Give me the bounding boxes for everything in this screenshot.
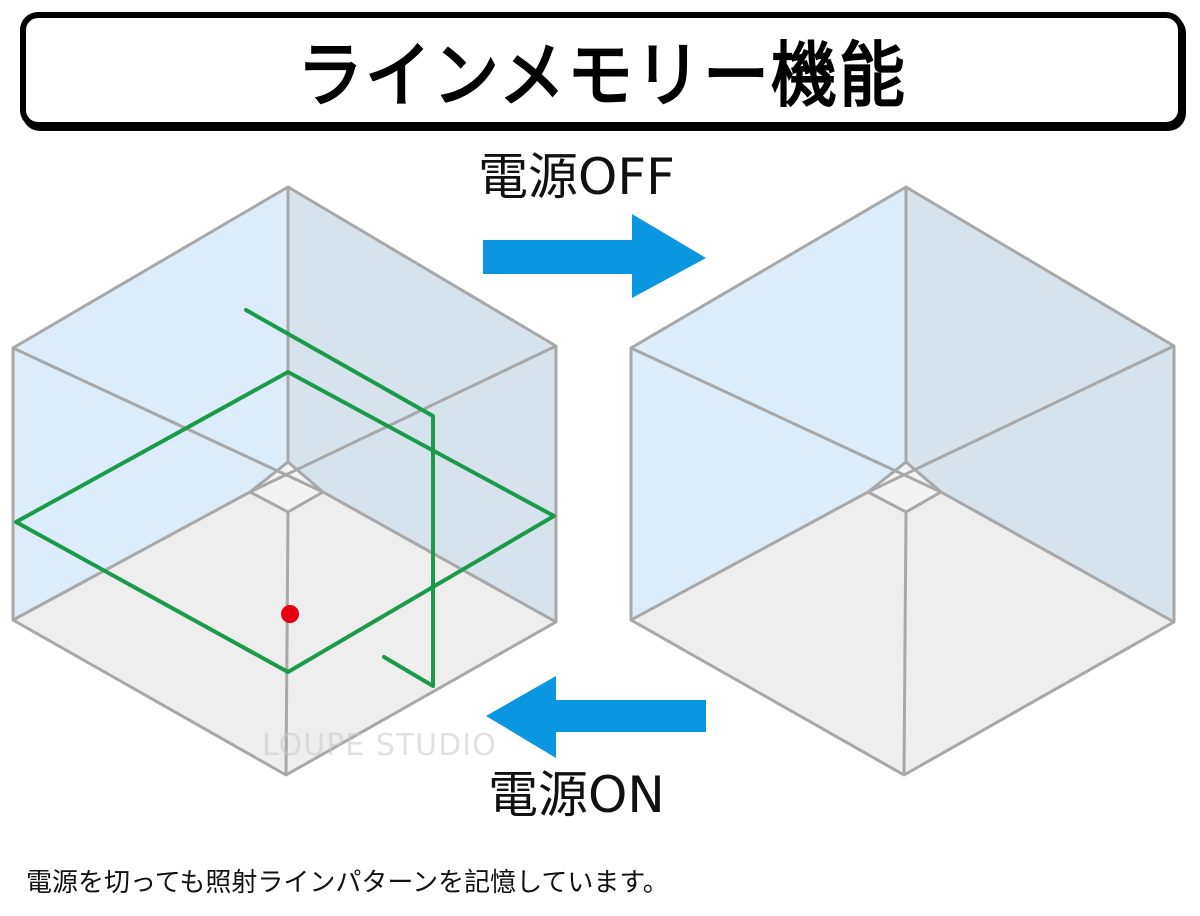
title-banner: ラインメモリー機能	[20, 12, 1184, 128]
power-off-label: 電源OFF	[478, 148, 675, 206]
laser-lines	[14, 308, 556, 688]
laser-off-cube	[629, 185, 1176, 777]
laser-on-cube	[11, 185, 558, 777]
watermark: LOUPE STUDIO	[262, 728, 497, 763]
arrow-left-icon	[486, 676, 706, 758]
page-title: ラインメモリー機能	[296, 34, 908, 118]
plumb-dot	[281, 605, 299, 623]
caption: 電源を切っても照射ラインパターンを記憶しています。	[26, 868, 669, 898]
power-on-label: 電源ON	[488, 766, 665, 824]
arrow-right-icon	[483, 214, 706, 298]
